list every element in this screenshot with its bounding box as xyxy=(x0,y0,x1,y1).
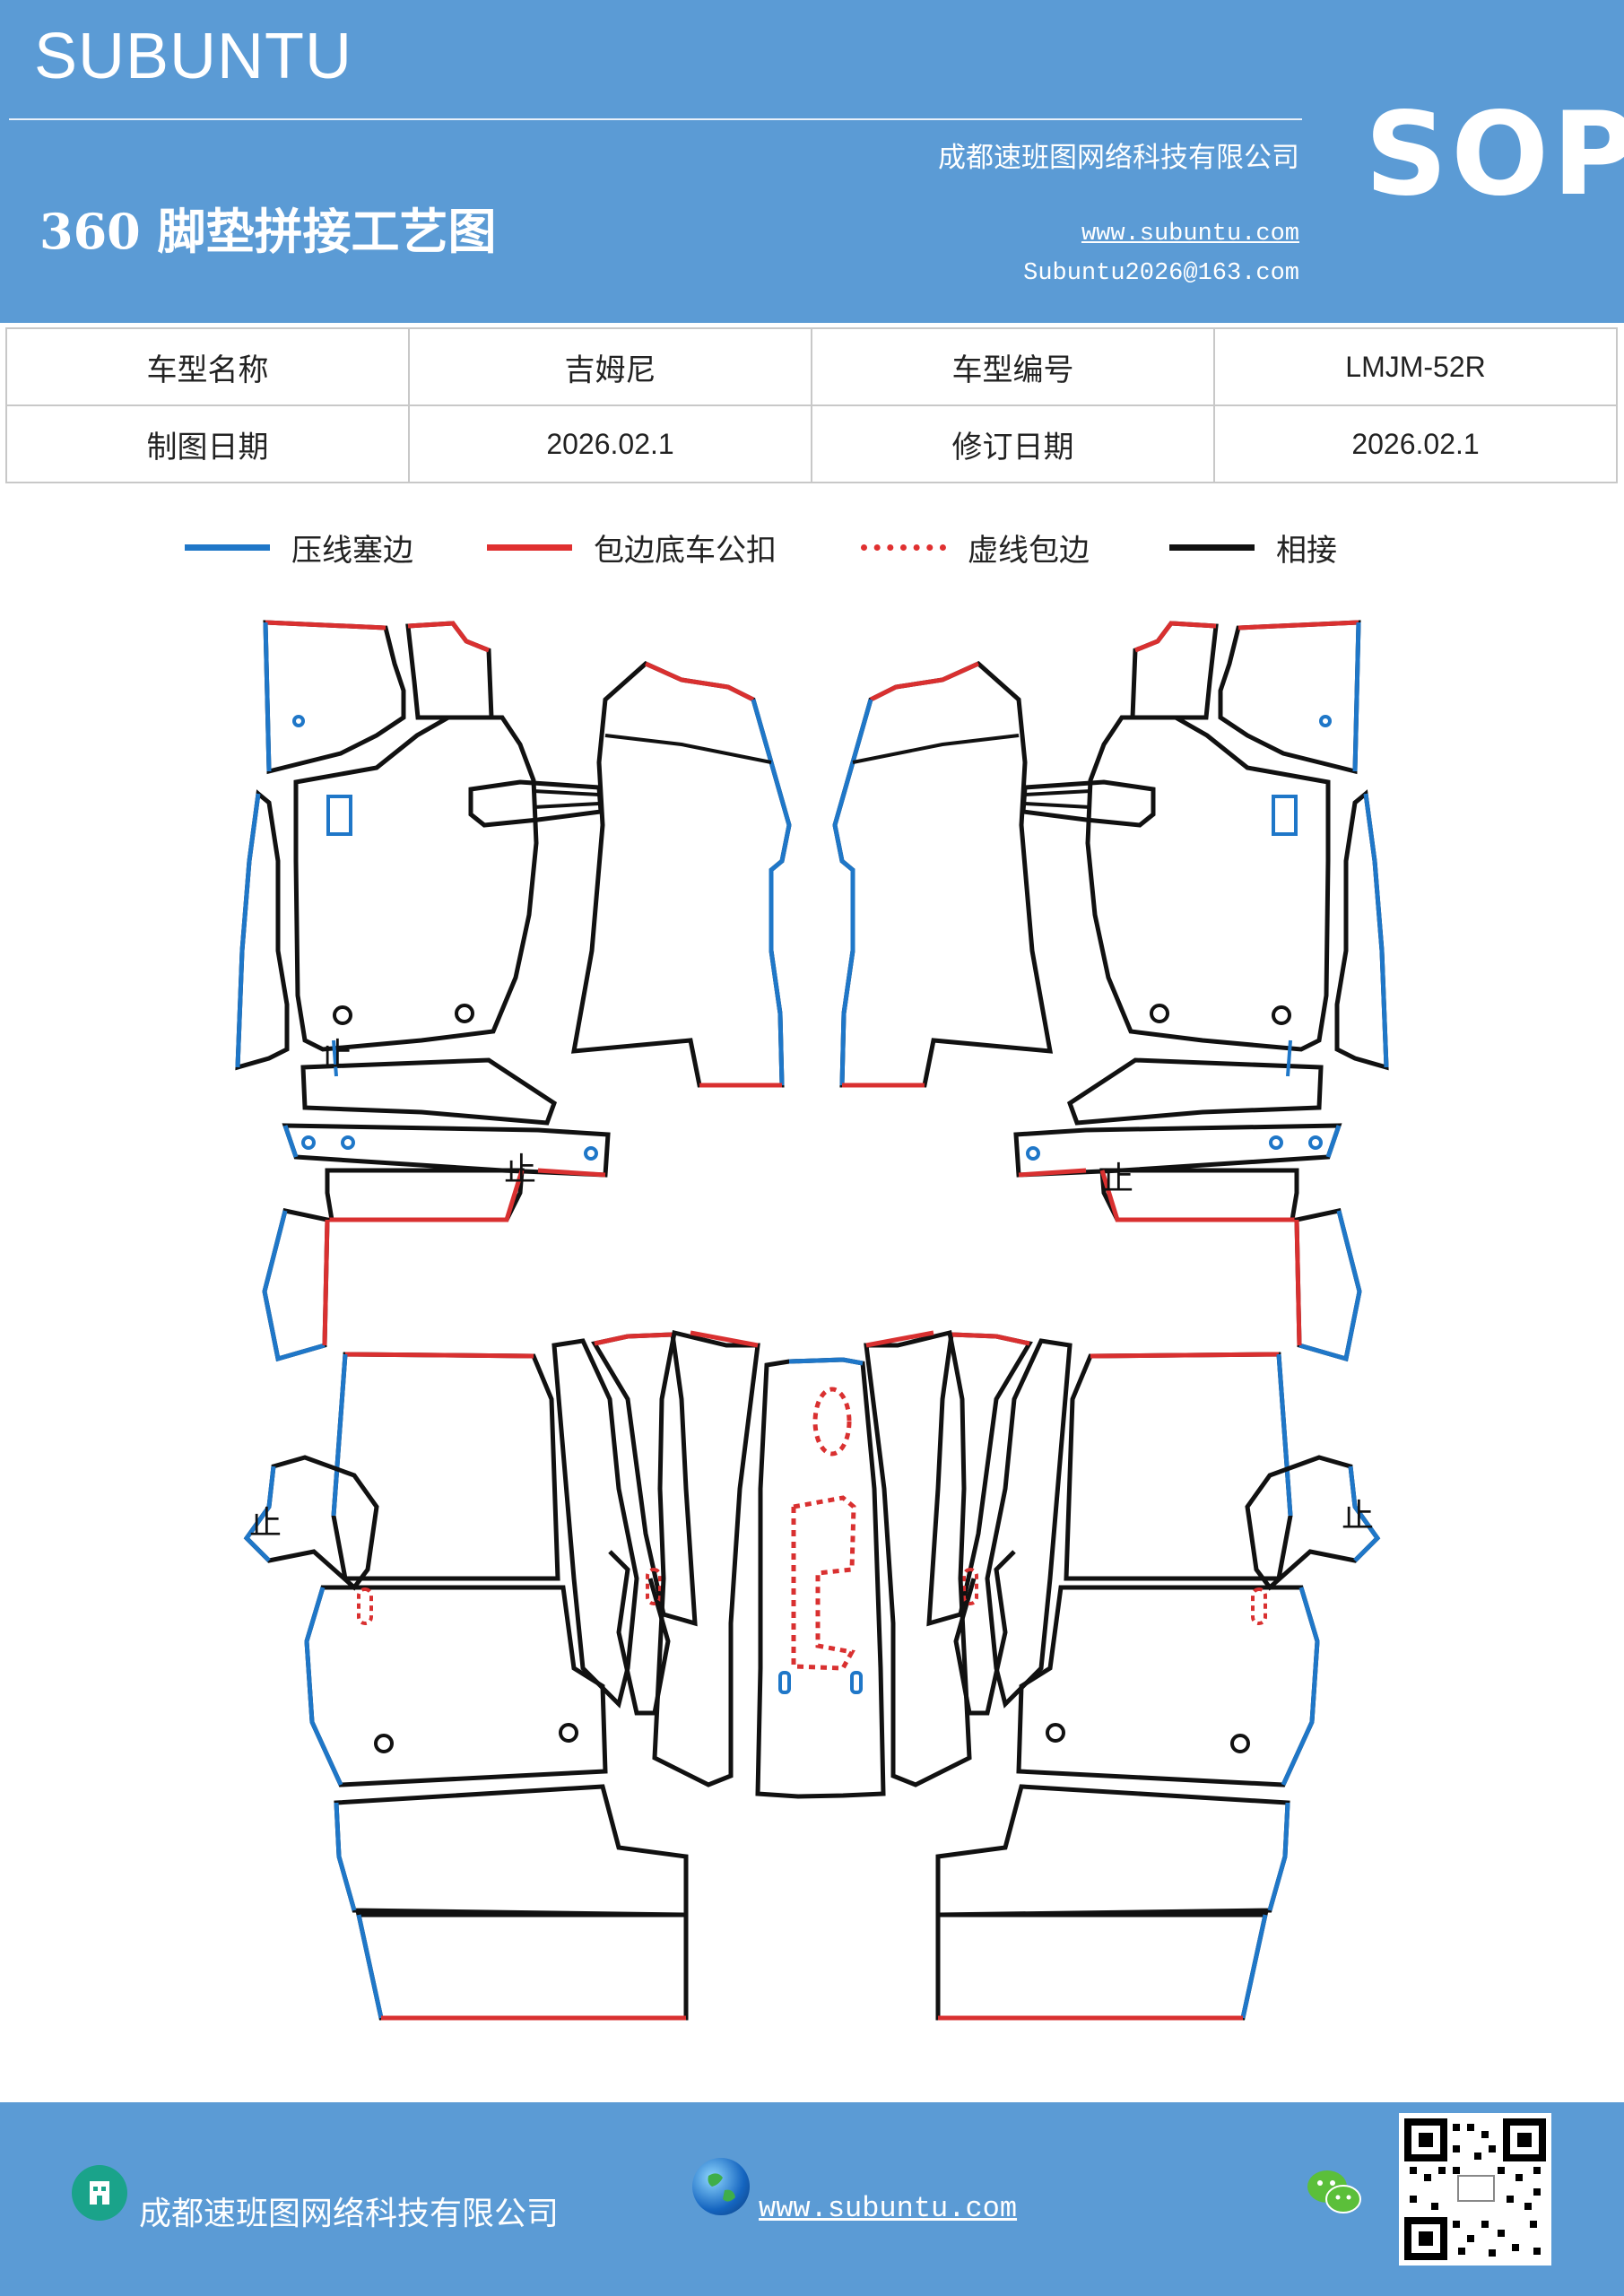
label-model-code: 车型编号 xyxy=(811,327,1215,406)
stop-mark: 止 xyxy=(1101,1161,1133,1197)
stop-mark: 止 xyxy=(320,1037,352,1074)
label-model-name: 车型名称 xyxy=(5,327,410,406)
legend-label: 相接 xyxy=(1276,532,1337,569)
table-row: 制图日期 2026.02.1 修订日期 2026.02.1 xyxy=(5,404,1618,483)
label-draw-date: 制图日期 xyxy=(5,404,410,483)
footer-company: 成都速班图网络科技有限公司 xyxy=(139,2196,560,2232)
legend-swatch-red-dotted xyxy=(861,544,946,551)
header-divider xyxy=(9,118,1302,120)
left-mat-set xyxy=(238,622,789,2018)
legend-item-edge-buckle: 包边底车公扣 xyxy=(487,525,777,570)
legend-swatch-blue xyxy=(185,544,270,551)
legend-item-press-line: 压线塞边 xyxy=(185,525,413,570)
value-model-name: 吉姆尼 xyxy=(408,327,812,406)
legend-label: 压线塞边 xyxy=(291,532,413,569)
center-tunnel-mat xyxy=(755,1357,886,1799)
legend-label: 包边底车公扣 xyxy=(594,532,777,569)
floor-mat-diagram: 止 止 止 止 止 xyxy=(0,592,1624,2063)
wechat-icon[interactable] xyxy=(1304,2165,1363,2219)
legend-swatch-red xyxy=(487,544,572,551)
document-title: 360 脚垫拼接工艺图 xyxy=(39,203,497,260)
stop-mark: 止 xyxy=(249,1505,282,1542)
line-legend: 压线塞边 包边底车公扣 虚线包边 相接 xyxy=(0,525,1624,578)
value-model-code: LMJM-52R xyxy=(1213,327,1618,406)
legend-swatch-black xyxy=(1169,544,1255,551)
label-revision-date: 修订日期 xyxy=(811,404,1215,483)
footer-website-link[interactable]: www.subuntu.com xyxy=(759,2192,1018,2225)
stop-mark: 止 xyxy=(504,1152,536,1188)
footer-banner: 成都速班图网络科技有限公司 www.subuntu.com xyxy=(0,2102,1624,2296)
value-draw-date: 2026.02.1 xyxy=(408,404,812,483)
qr-code xyxy=(1399,2113,1551,2266)
company-name: 成都速班图网络科技有限公司 xyxy=(938,142,1299,174)
sop-badge: SOP xyxy=(1365,88,1624,222)
brand-name: SUBUNTU xyxy=(34,21,353,92)
qr-pattern xyxy=(1404,2118,1546,2260)
right-mat-set xyxy=(835,622,1386,2018)
email-address[interactable]: Subuntu2026@163.com xyxy=(1023,260,1299,287)
vehicle-info-table: 车型名称 吉姆尼 车型编号 LMJM-52R 制图日期 2026.02.1 修订… xyxy=(5,327,1618,483)
table-row: 车型名称 吉姆尼 车型编号 LMJM-52R xyxy=(5,327,1618,406)
website-link[interactable]: www.subuntu.com xyxy=(1081,221,1299,248)
header-banner: SUBUNTU 360 脚垫拼接工艺图 成都速班图网络科技有限公司 www.su… xyxy=(0,0,1624,323)
globe-icon xyxy=(692,2158,750,2215)
legend-label: 虚线包边 xyxy=(968,532,1090,569)
building-icon xyxy=(72,2165,127,2221)
legend-item-joined: 相接 xyxy=(1169,525,1337,570)
legend-item-dotted-edge: 虚线包边 xyxy=(861,525,1090,570)
stop-mark: 止 xyxy=(1342,1498,1374,1535)
value-revision-date: 2026.02.1 xyxy=(1213,404,1618,483)
